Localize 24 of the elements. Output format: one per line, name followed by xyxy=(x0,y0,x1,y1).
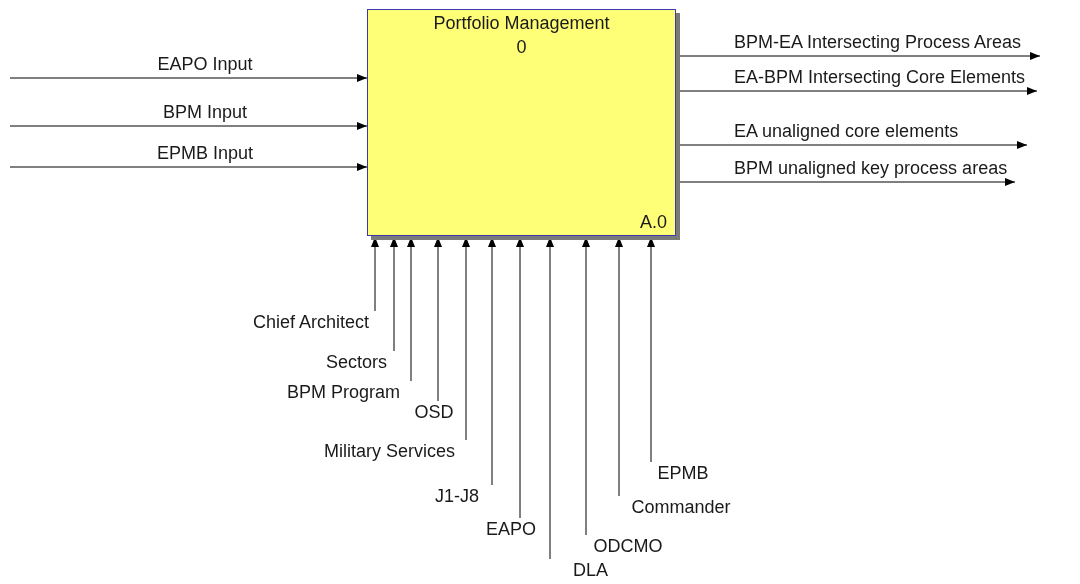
edge-label: BPM-EA Intersecting Process Areas xyxy=(733,31,1023,53)
mechanism-label: EAPO xyxy=(479,518,543,540)
box-number: 0 xyxy=(515,36,528,58)
edge-label: EA-BPM Intersecting Core Elements xyxy=(733,66,1027,88)
arrow xyxy=(9,122,368,130)
edge-label: BPM unaligned key process areas xyxy=(733,157,1009,179)
mechanism-label: Chief Architect xyxy=(222,311,379,333)
edge-label: BPM Input xyxy=(161,101,248,123)
edge-label: EA unaligned core elements xyxy=(733,120,960,142)
mechanism-label: DLA xyxy=(547,559,608,581)
mechanism-label: ODCMO xyxy=(583,535,673,557)
mechanism-label: OSD xyxy=(408,401,460,423)
mechanism-label: Sectors xyxy=(307,351,397,373)
mechanism-label: EPMB xyxy=(650,462,716,484)
node-id: A.0 xyxy=(639,211,667,233)
mechanism-label: J1-J8 xyxy=(435,485,495,507)
edge-label: EPMB Input xyxy=(155,142,254,164)
mechanism-label: Commander xyxy=(617,496,745,518)
arrow xyxy=(9,74,368,82)
mechanism-label: BPM Program xyxy=(256,381,414,403)
mechanism-label: Military Services xyxy=(308,440,471,462)
box-title: Portfolio Management xyxy=(432,12,611,34)
edge-label: EAPO Input xyxy=(156,53,254,75)
arrow xyxy=(9,163,368,171)
